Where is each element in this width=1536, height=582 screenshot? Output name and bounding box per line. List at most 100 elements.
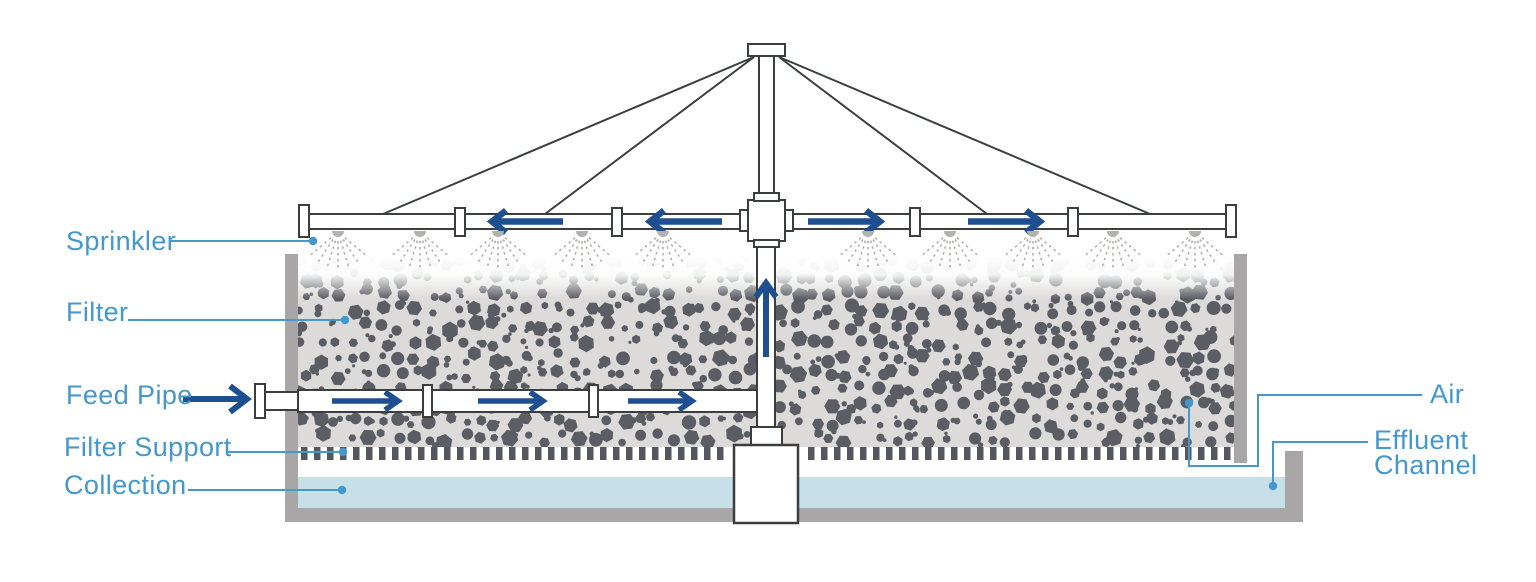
media-stone [893,437,900,444]
media-stone [487,340,499,352]
media-stone [600,428,613,443]
media-stone [999,437,1010,447]
media-stone [537,359,545,367]
filter-leader-dot [340,315,350,325]
sprinkler-spray [391,231,449,268]
spray-jet [1201,237,1224,256]
spray-jet [839,237,862,256]
media-stone [667,350,681,365]
media-stone [1070,414,1079,423]
spray-jet [339,240,350,267]
support-dash [990,447,997,460]
hub [747,199,786,242]
media-stone [1134,436,1143,444]
feed-pipe-flange [254,383,266,419]
spray-jet [421,240,432,267]
media-stone [425,436,435,446]
effluent-channel-wall [1285,451,1303,522]
support-dash [1003,447,1010,460]
media-stone [1049,384,1062,396]
media-stone [883,364,898,378]
media-stone [1075,381,1089,393]
spray-jet [426,237,449,256]
media-stone [494,316,501,322]
media-stone [425,333,442,351]
flow-arrow [332,389,403,413]
support-dash [1016,447,1023,460]
media-stone [298,330,303,337]
media-stone [507,418,524,433]
media-stone [597,362,604,369]
media-stone [713,336,718,342]
support-dash [678,447,685,460]
media-stone [838,370,852,384]
support-dash [1042,447,1049,460]
media-stone [1207,349,1221,364]
media-stone [893,344,900,350]
media-stone [316,425,331,442]
sprinkler-label: Sprinkler [66,226,177,256]
arm-end-cap [298,204,310,238]
media-stone [813,310,823,319]
media-stone [526,355,533,362]
media-stone [548,327,554,334]
sprinkler-spray [1166,231,1224,268]
media-stone [429,309,437,317]
media-stone [382,325,387,330]
media-stone [825,368,838,382]
media-stone [854,305,868,317]
media-stone [1128,367,1138,376]
media-stone [903,361,907,365]
spray-jet [1117,239,1134,263]
media-stone [520,366,528,374]
media-stone [1037,371,1050,384]
media-stone [376,300,391,315]
media-stone [1229,335,1235,346]
media-stone [954,353,963,361]
media-stone [812,418,825,430]
support-dash [899,447,906,460]
mast-cap [747,43,786,57]
media-stone [657,250,662,255]
media-stone [793,352,801,360]
media-stone [352,306,358,312]
support-dash [522,447,529,460]
media-stone [582,315,595,328]
media-stone [376,428,385,438]
media-stone [741,326,747,332]
media-stone [876,421,884,429]
media-stone [1190,303,1201,314]
media-stone [1230,391,1235,397]
media-stone [1013,364,1023,374]
media-stone [807,334,822,348]
flow-arrow [808,207,886,236]
media-stone [1059,367,1064,371]
support-dash [1172,447,1179,460]
media-stone [347,304,364,320]
media-stone [446,335,453,343]
media-stone [390,341,396,348]
media-stone [962,363,980,381]
media-stone [1179,368,1190,378]
media-stone [550,364,564,378]
media-stone [663,314,679,330]
media-stone [947,370,963,385]
media-stone [474,431,486,444]
media-stone [1208,402,1222,415]
media-stone [365,369,373,377]
media-stone [400,300,407,306]
media-stone [954,358,961,366]
support-dash [392,447,399,460]
media-stone [797,389,802,394]
media-stone [1030,303,1040,313]
media-stone [909,398,918,407]
media-stone [1047,308,1059,320]
media-stone [525,345,529,349]
media-stone [600,316,616,329]
media-stone [927,389,934,396]
media-stone [368,334,376,343]
support-dash [1133,447,1140,460]
spray-jet [669,237,692,256]
media-stone [1013,398,1030,414]
spray-nozzle [1189,231,1201,237]
